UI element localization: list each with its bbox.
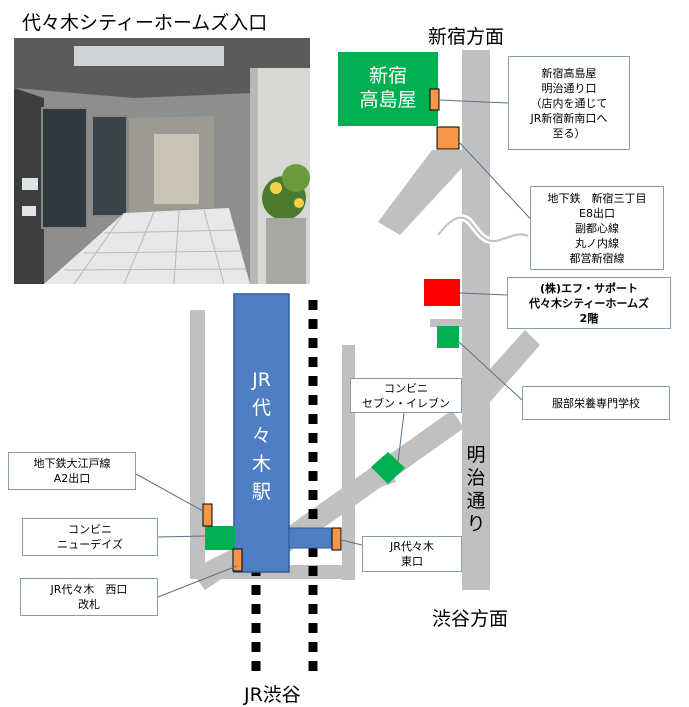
callout-newdays: コンビニ ニューデイズ [22,518,158,556]
oedo-a2-exit-marker [202,503,213,527]
meiji-dori-char: り [466,513,486,535]
seven-eleven-building [371,452,405,484]
roads [190,50,540,590]
leader-lines [135,99,540,598]
subway-e8-exit-marker [436,126,460,150]
east-gate-marker [331,527,342,551]
station-label-char: 駅 [251,481,271,503]
newdays-building [205,526,235,550]
page-title: 代々木シティーホームズ入口 [22,12,268,34]
station-label-char: 木 [251,453,271,475]
callout-west-gate: JR代々木 西口 改札 [20,578,158,616]
jr-shibuya-label: JR渋谷 [244,684,301,706]
callout-seven-eleven: コンビニ セブン・イレブン [350,378,462,413]
meiji-dori-char: 明 [466,444,486,466]
hattori-building [437,326,459,348]
takashimaya-label-line1: 新宿 [368,65,407,87]
fsupport-building [424,279,460,306]
exits [202,88,460,572]
takashimaya-building [338,52,438,126]
station-label-char: 々 [251,425,271,447]
callout-hattori: 服部栄養専門学校 [522,386,670,420]
callout-oedo-a2: 地下鉄大江戸線 A2出口 [8,452,136,490]
callout-takashimaya-exit: 新宿高島屋 明治通り口 （店内を通じて JR新宿新南口へ 至る） [508,56,630,150]
meiji-dori-char: 治 [466,467,486,489]
shinjuku-direction-label: 新宿方面 [428,26,505,48]
callout-subway-e8: 地下鉄 新宿三丁目 E8出口 副都心線 丸ノ内線 都営新宿線 [530,186,664,270]
west-gate-marker [232,548,243,572]
entrance-photo [14,38,310,284]
jr-yoyogi-station-label: JR 代 々 木 駅 [234,366,289,506]
meiji-dori-label: 明 治 通 り [462,444,490,536]
shibuya-direction-label: 渋谷方面 [432,608,509,630]
takashimaya-label-line2: 高島屋 [359,89,417,111]
meiji-dori-char: 通 [466,490,486,512]
takashimaya-exit-marker [429,88,440,111]
jr-yoyogi-station-building [233,293,290,573]
entrance-photo-drawing [14,38,310,284]
station-label-char: JR [252,369,271,391]
callout-east-gate: JR代々木 東口 [362,536,462,572]
station-label-char: 代 [251,397,271,419]
takashimaya-label: 新宿 高島屋 [338,64,438,112]
callout-fsupport: (株)エフ・サポート 代々木シティーホームズ 2階 [507,277,671,329]
